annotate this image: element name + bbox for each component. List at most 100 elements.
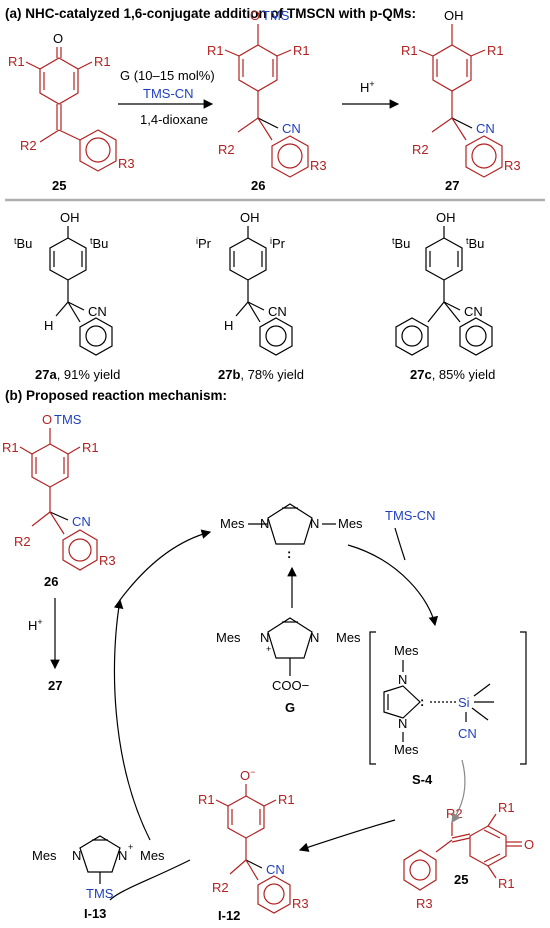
oxo-label: O — [524, 837, 534, 852]
n-label: N — [310, 516, 319, 531]
r1-label: R1 — [498, 876, 515, 891]
mes-label: Mes — [394, 643, 419, 658]
r3-label: R3 — [118, 156, 135, 171]
cn-label: CN — [464, 304, 483, 319]
complex-s4: Mes N N Mes : Si CN S-4 — [369, 631, 527, 787]
compound-25-structure: O R1 R1 R2 R3 25 — [8, 31, 135, 193]
r3-label: R3 — [292, 896, 309, 911]
compound-26-cycle: O TMS R1 R1 CN R2 R3 26 — [2, 412, 116, 589]
example-27c: OH tBu tBu CN 27c, 85% yield — [392, 210, 495, 382]
r2-label: R2 — [412, 142, 429, 157]
mes-label: Mes — [338, 516, 363, 531]
oxo-label: O — [53, 31, 63, 46]
r1-label: R1 — [278, 792, 295, 807]
tbu-label: tBu — [14, 236, 32, 251]
acid-condition: H+ — [360, 79, 375, 95]
tms-label: TMS — [262, 8, 290, 23]
compound-id: 26 — [44, 574, 58, 589]
substrate-arrow — [451, 759, 466, 823]
complex-id: S-4 — [412, 772, 433, 787]
cn-label: CN — [458, 726, 477, 741]
r1-label: R1 — [198, 792, 215, 807]
tms-label: TMS — [86, 886, 114, 901]
ipr-label: iPr — [270, 236, 286, 251]
compound-id: 25 — [52, 178, 66, 193]
r1-label: R1 — [94, 54, 111, 69]
ipr-label: iPr — [196, 236, 212, 251]
si-label: Si — [458, 695, 470, 710]
nhc-carbene: Mes N N Mes : — [220, 503, 363, 561]
plus-charge: + — [266, 644, 271, 654]
mes-label: Mes — [220, 516, 245, 531]
r1-label: R1 — [498, 800, 515, 815]
r3-label: R3 — [310, 158, 327, 173]
r2-label: R2 — [20, 138, 37, 153]
cycle-arrow-to-product — [113, 598, 151, 841]
example-caption: 27a, 91% yield — [35, 367, 120, 382]
n-label: N — [260, 516, 269, 531]
precatalyst-id: G — [285, 700, 295, 715]
compound-id: 27 — [48, 678, 62, 693]
otms-label: O — [250, 8, 260, 23]
cycle-arrow-to-phenoxide — [298, 819, 396, 852]
r1-label: R1 — [207, 43, 224, 58]
r3-label: R3 — [416, 896, 433, 911]
h-label: H — [224, 318, 233, 333]
compound-26-structure: O TMS R1 R1 CN R2 R3 26 — [207, 8, 327, 193]
oh-label: OH — [436, 210, 456, 225]
cn-label: CN — [88, 304, 107, 319]
compound-27-structure: OH R1 R1 CN R2 R3 27 — [401, 8, 521, 193]
cn-label: CN — [282, 121, 301, 136]
r1-label: R1 — [8, 54, 25, 69]
example-27a: OH tBu tBu CN H 27a, 91% yield — [14, 210, 120, 382]
otms-label: O — [42, 412, 52, 427]
cn-label: CN — [268, 304, 287, 319]
oxide-label: O− — [240, 767, 255, 783]
mes-label: Mes — [336, 630, 361, 645]
intermediate-i12: O− R1 R1 CN R2 R3 I-12 — [198, 767, 309, 923]
n-label: N — [310, 630, 319, 645]
n-label: N — [398, 672, 407, 687]
reagent-label: TMS-CN — [385, 508, 436, 523]
r3-label: R3 — [99, 553, 116, 568]
oh-label: OH — [60, 210, 80, 225]
reagent-condition: TMS-CN — [143, 86, 194, 101]
section-b-title: (b) Proposed reaction mechanism: — [5, 388, 227, 403]
compound-id: 27 — [445, 178, 459, 193]
r1-label: R1 — [82, 440, 99, 455]
r1-label: R1 — [2, 440, 19, 455]
oh-label: OH — [444, 8, 464, 23]
solvent-condition: 1,4-dioxane — [140, 112, 208, 127]
mes-label: Mes — [32, 848, 57, 863]
tbu-label: tBu — [392, 236, 410, 251]
precatalyst-g: Mes N + N Mes COO− G — [216, 617, 361, 715]
carbene-lone-pair: : — [287, 546, 291, 561]
r3-label: R3 — [504, 158, 521, 173]
mes-label: Mes — [394, 742, 419, 757]
compound-id: 26 — [251, 178, 265, 193]
cycle-arrow-to-complex — [347, 544, 439, 627]
cycle-arrow-to-i13 — [109, 859, 191, 901]
compound-id: 25 — [454, 872, 468, 887]
example-caption: 27b, 78% yield — [218, 367, 304, 382]
reagent-arrow — [394, 527, 406, 561]
tbu-label: tBu — [466, 236, 484, 251]
carbene-lone-pair: : — [420, 694, 424, 709]
n-label: N — [260, 630, 269, 645]
tms-label: TMS — [54, 412, 82, 427]
compound-25-cycle: R2 O R1 R1 R3 25 — [403, 800, 534, 911]
mes-label: Mes — [140, 848, 165, 863]
example-caption: 27c, 85% yield — [410, 367, 495, 382]
r1-label: R1 — [401, 43, 418, 58]
example-27b: OH iPr iPr CN H 27b, 78% yield — [196, 210, 304, 382]
section-a-title: (a) NHC-catalyzed 1,6-conjugate addition… — [5, 6, 416, 21]
intermediate-id: I-13 — [84, 906, 106, 921]
r1-label: R1 — [293, 43, 310, 58]
n-label: N — [398, 716, 407, 731]
mes-label: Mes — [216, 630, 241, 645]
catalyst-condition: G (10–15 mol%) — [120, 68, 215, 83]
r2-label: R2 — [14, 534, 31, 549]
acid-label: H+ — [28, 617, 43, 633]
n-label: N — [72, 848, 81, 863]
